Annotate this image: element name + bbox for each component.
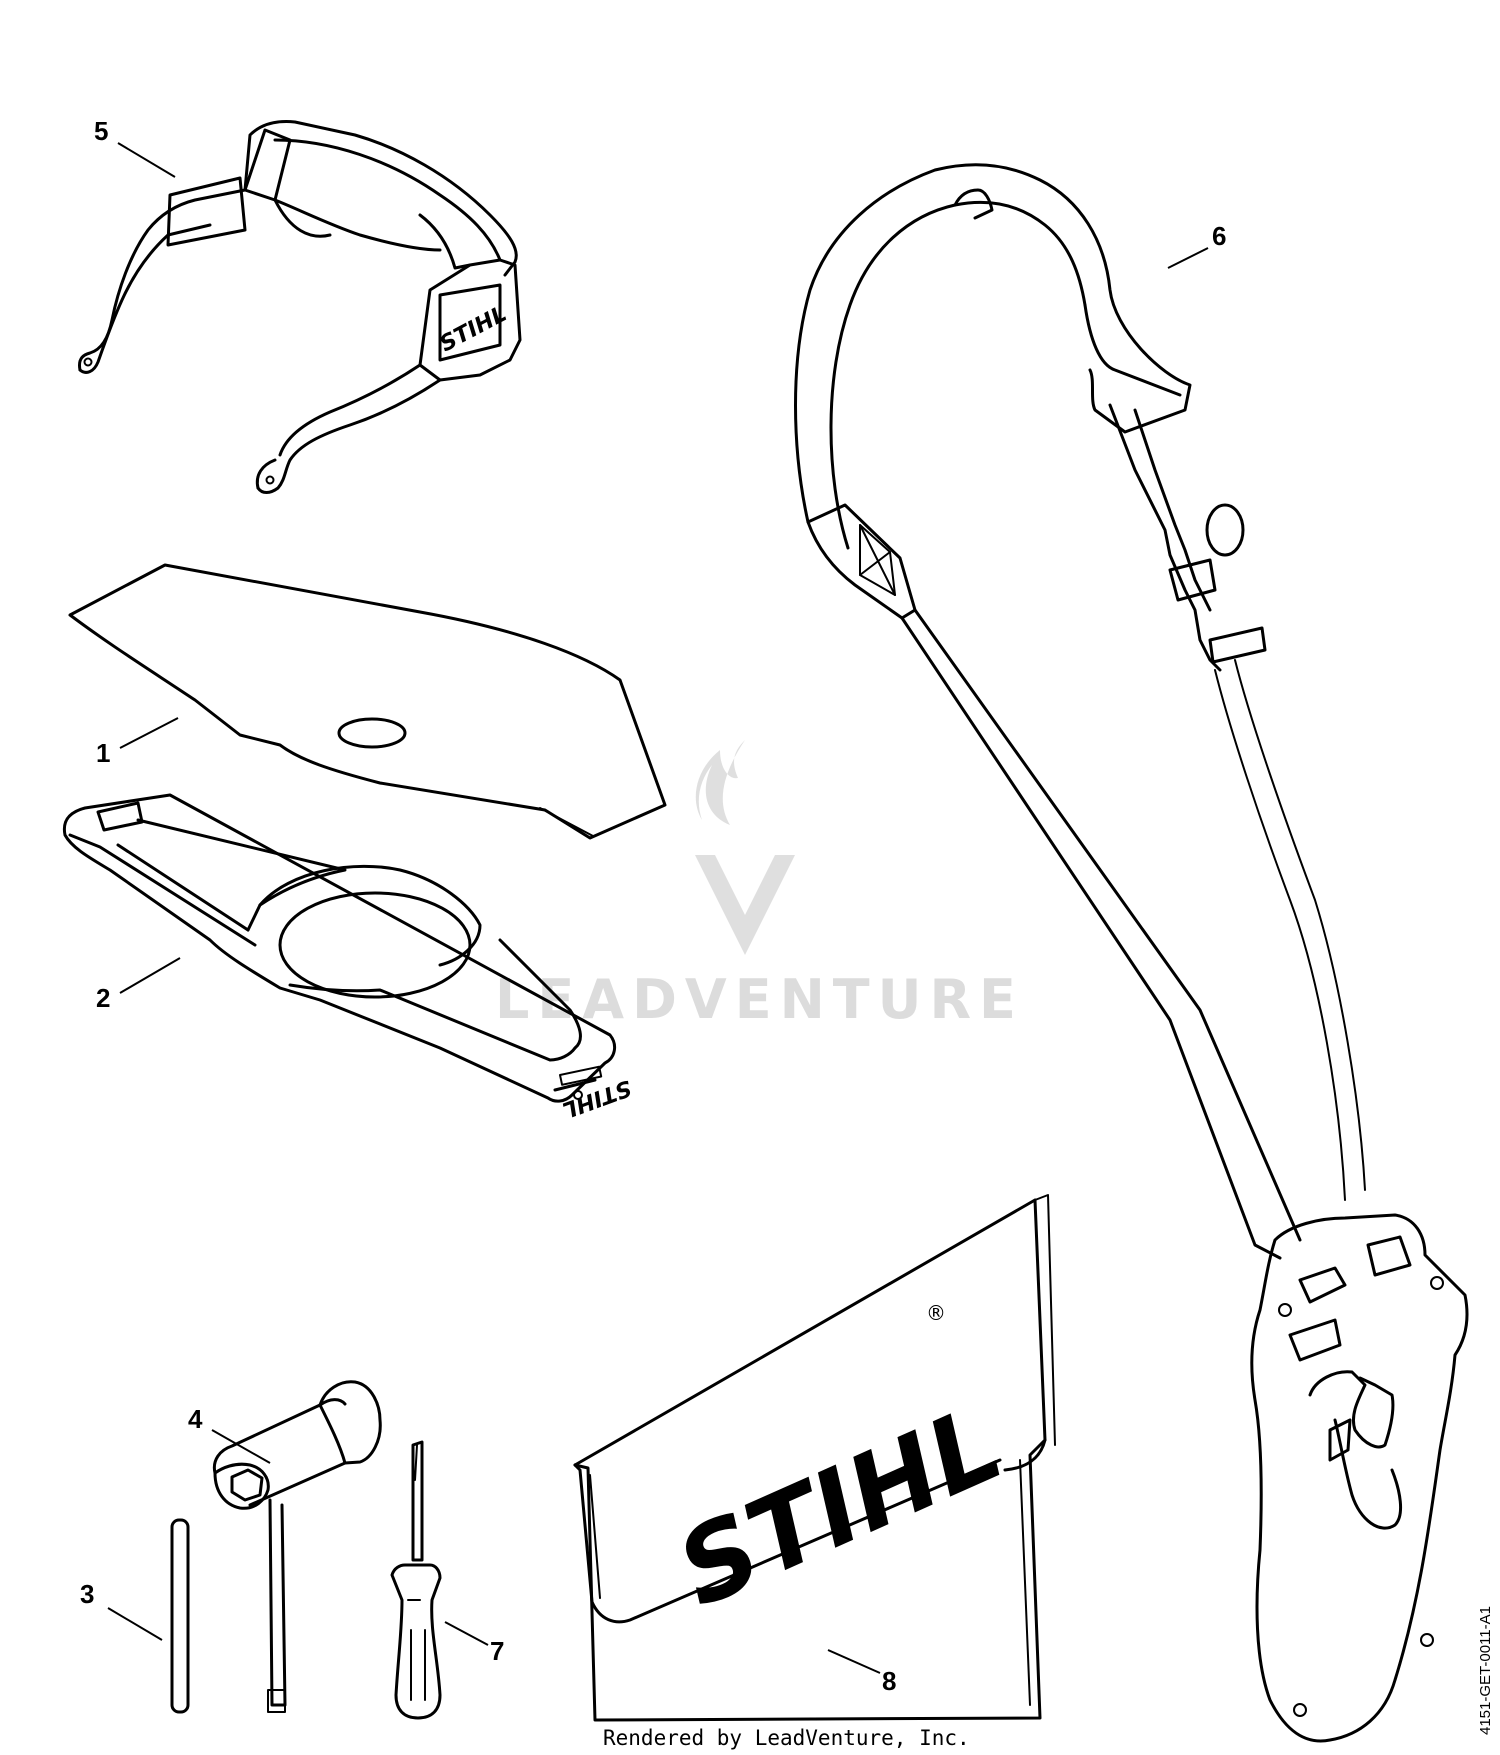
callout-3: 3 (80, 1579, 94, 1609)
screwdriver (390, 1440, 442, 1720)
pouch-logo: STIHL (661, 1382, 1019, 1631)
pin (170, 1518, 190, 1714)
callout-1: 1 (96, 738, 110, 768)
blade (68, 563, 667, 840)
callout-8: 8 (882, 1666, 896, 1696)
guard-logo: STIHL (559, 1074, 635, 1122)
registered-mark: ® (926, 1301, 946, 1325)
callout-4: 4 (188, 1404, 203, 1434)
callout-5: 5 (94, 116, 108, 146)
tool-pouch: STIHL ® (573, 1194, 1056, 1722)
flame-v-icon (695, 740, 795, 955)
callout-7: 7 (490, 1636, 504, 1666)
watermark-text: LEADVENTURE (495, 968, 1024, 1031)
harness (794, 163, 1469, 1743)
callout-2: 2 (96, 983, 110, 1013)
combination-wrench (212, 1380, 382, 1713)
footer-credit: Rendered by LeadVenture, Inc. (603, 1726, 970, 1750)
safety-glasses: STIHL (78, 120, 522, 494)
watermark: LEADVENTURE (495, 740, 1024, 1031)
callout-6: 6 (1212, 221, 1226, 251)
document-id: 4151-GET-0011-A1 (1477, 1606, 1494, 1735)
glasses-logo: STIHL (436, 302, 511, 358)
blade-guard: STIHL (62, 793, 635, 1122)
